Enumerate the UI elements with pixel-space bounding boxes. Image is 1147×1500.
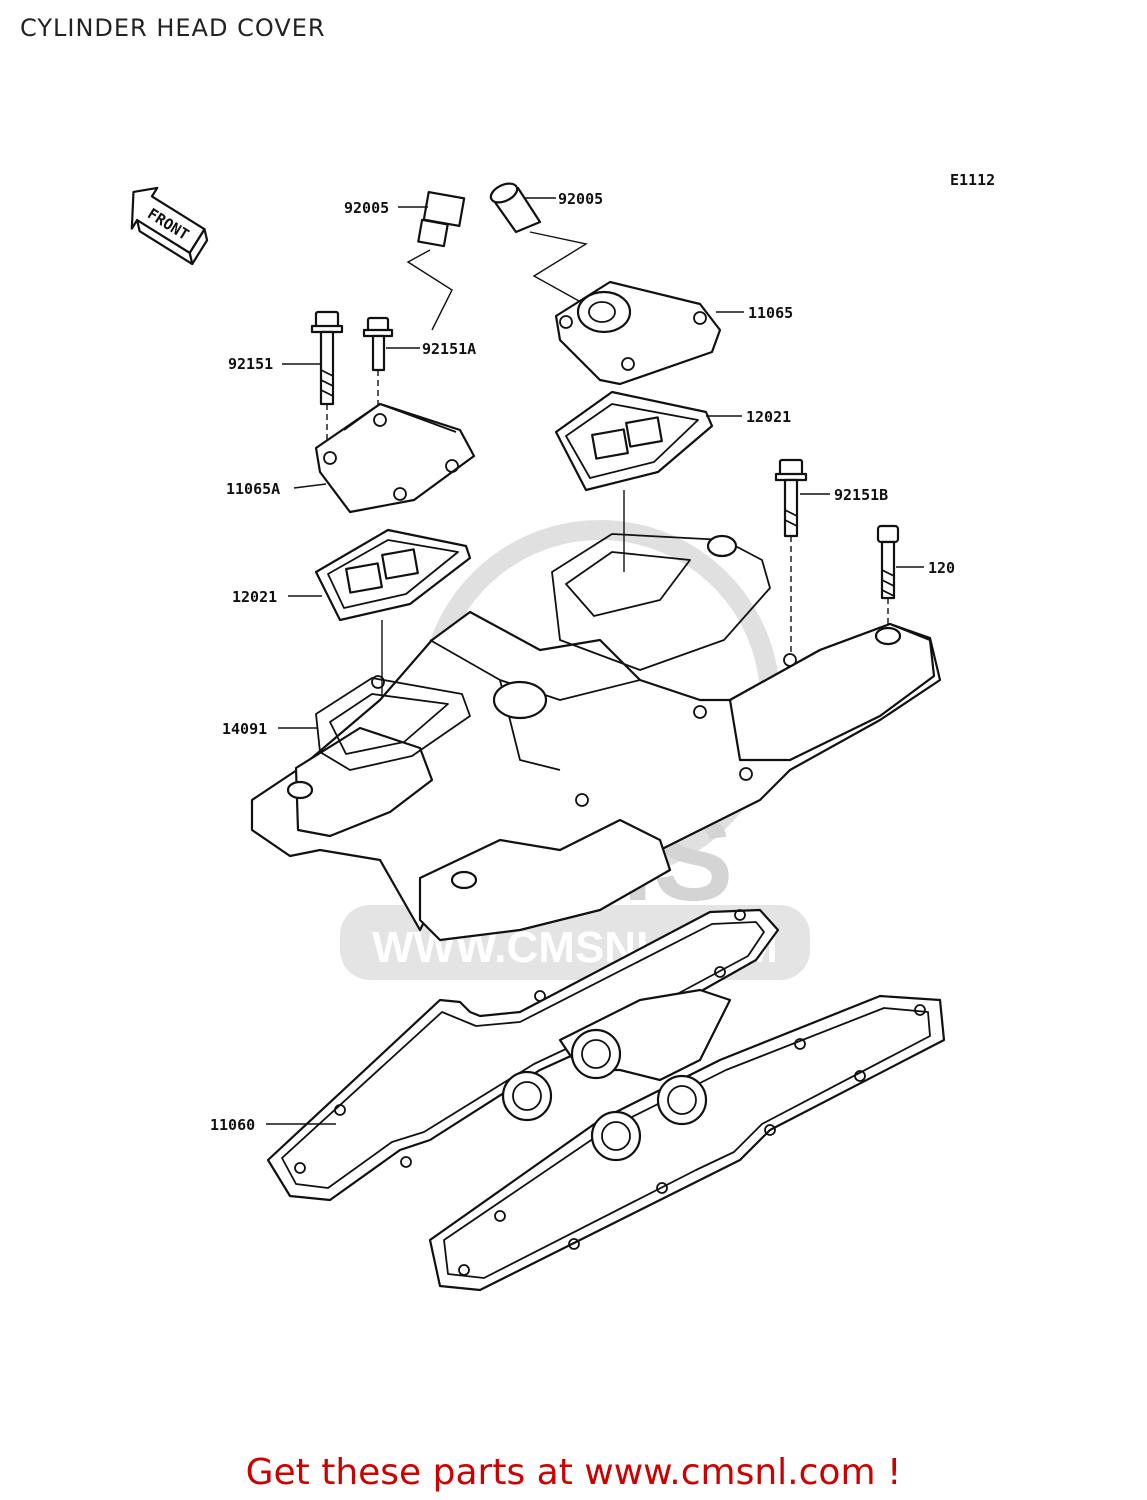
callout-11065A: 11065A	[226, 480, 280, 498]
front-arrow-icon: FRONT	[130, 186, 209, 266]
callout-120: 120	[928, 559, 955, 577]
part-120	[876, 524, 900, 630]
part-11065	[554, 280, 722, 386]
part-92151A	[362, 316, 394, 412]
part-12021-right	[554, 390, 714, 572]
part-11060	[266, 908, 946, 1292]
callout-92151A: 92151A	[422, 340, 476, 358]
promo-link[interactable]: Get these parts at www.cmsnl.com !	[245, 1452, 902, 1493]
part-92005-left	[406, 190, 466, 331]
diagram-code: E1112	[950, 171, 995, 189]
callout-11060: 11060	[210, 1116, 255, 1134]
page-title: CYLINDER HEAD COVER	[20, 14, 326, 42]
part-92151	[310, 310, 344, 450]
callout-14091: 14091	[222, 720, 267, 738]
callout-12021-left: 12021	[232, 588, 277, 606]
callout-12021-right: 12021	[746, 408, 791, 426]
part-14091	[250, 533, 942, 942]
callout-92005-left: 92005	[344, 199, 389, 217]
callout-92151B: 92151B	[834, 486, 888, 504]
callout-92151: 92151	[228, 355, 273, 373]
callout-11065: 11065	[748, 304, 793, 322]
part-11065A	[314, 402, 476, 514]
part-92005-right	[489, 182, 589, 307]
part-92151B	[774, 458, 808, 652]
callouts: 92005 92005 11065 92151 92151A 12021 110…	[210, 190, 955, 1134]
callout-92005-right: 92005	[558, 190, 603, 208]
